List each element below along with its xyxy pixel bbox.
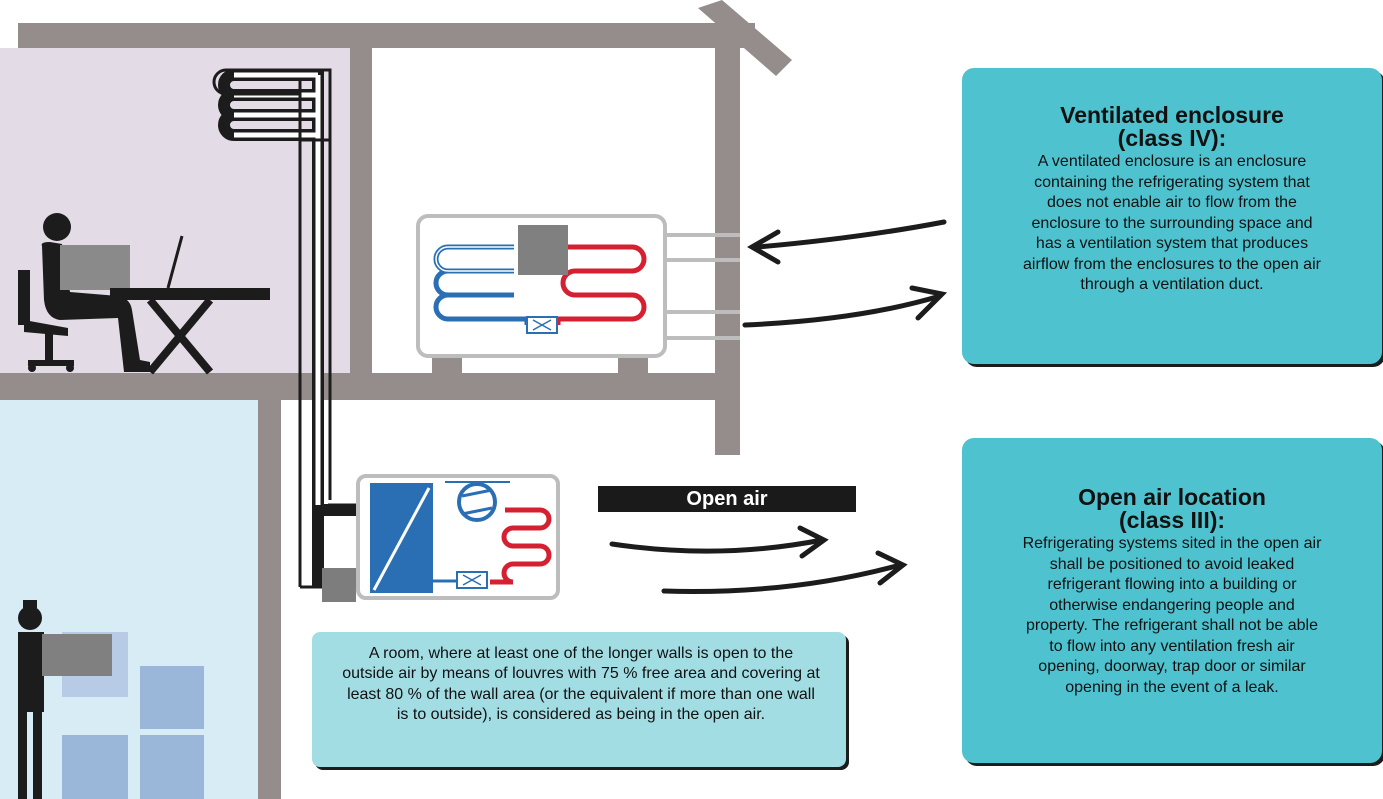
person-carrying-box-icon (18, 600, 44, 799)
arrow-outflow (742, 293, 943, 328)
building-walls (0, 0, 792, 799)
red-coil-lower (490, 507, 552, 585)
arrow-inflow (755, 219, 947, 250)
ventilated-title-line2: (class IV): (1117, 125, 1227, 151)
arrow-outflow-head (909, 285, 948, 321)
laptop-screen-icon (60, 245, 130, 290)
desk-icon (110, 235, 270, 375)
ventilated-body: A ventilated enclosure is an enclosure c… (1023, 153, 1321, 293)
lower-room (0, 400, 262, 799)
airflow-arrows (609, 219, 948, 594)
open-air-body: Refrigerating systems sited in the open … (1022, 535, 1322, 696)
arrow-open-air-2 (661, 562, 903, 594)
carried-box-icon (42, 634, 112, 676)
valve-box-lower (322, 568, 356, 602)
ventilated-title-line1: Ventilated enclosure (1060, 102, 1284, 128)
person-at-desk-icon (18, 213, 150, 372)
stacked-boxes (62, 632, 204, 799)
room-open-air-note: A room, where at least one of the longer… (312, 632, 846, 767)
ventilated-enclosure-unit (416, 214, 740, 373)
open-air-unit (356, 474, 560, 600)
open-air-label: Open air (598, 486, 856, 512)
arrow-open-air-2-head (875, 550, 908, 586)
room-note-text: A room, where at least one of the longer… (342, 645, 820, 723)
open-air-title-line1: Open air location (1078, 484, 1266, 510)
arrow-inflow-head (746, 229, 781, 265)
ventilated-enclosure-box: Ventilated enclosure (class IV): A venti… (962, 68, 1382, 364)
red-coil-upper (555, 244, 647, 325)
return-pipe (298, 80, 332, 589)
open-air-location-box: Open air location (class III): Refrigera… (962, 438, 1382, 763)
arrow-open-air-1-head (797, 525, 829, 559)
open-air-title-line2: (class III): (1118, 507, 1226, 533)
arrow-open-air-1 (609, 537, 825, 554)
